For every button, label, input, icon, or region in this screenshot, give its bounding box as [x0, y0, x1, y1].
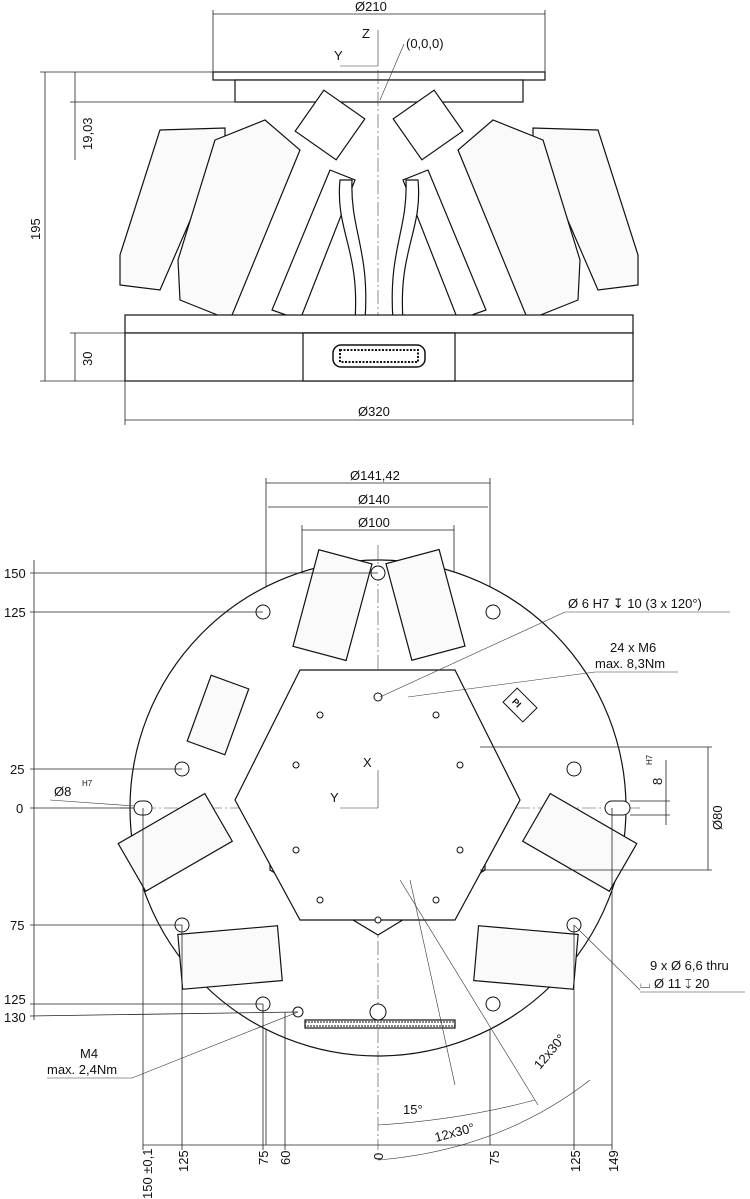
axis-y-label: Y	[334, 48, 343, 63]
slot-right-tol: H7	[645, 754, 654, 765]
slot-left-label: Ø8	[54, 784, 71, 799]
platform-joints	[234, 79, 524, 103]
pin-hole-note: Ø 6 H7 ↧ 10 (3 x 120°)	[568, 596, 702, 611]
origin-label: (0,0,0)	[406, 36, 444, 51]
x-tick: 75	[487, 1151, 502, 1165]
bottom-view: Ø141,42 Ø140 Ø100	[4, 468, 745, 1199]
angle-12x30-b: 12x30°	[531, 1031, 569, 1072]
sub-d-connector	[332, 344, 426, 368]
dim-pivot-height: 19,03	[80, 117, 95, 150]
x-tick: 150 ±0,1	[140, 1148, 155, 1199]
y-tick: 150	[4, 566, 26, 581]
struts	[119, 89, 639, 334]
x-dimension-ticks: 150 ±0,1 125 75 60 0 75 125 149	[140, 808, 621, 1199]
slot-left-tol: H7	[82, 779, 93, 788]
angle-15: 15°	[403, 1102, 423, 1117]
y-tick: 130	[4, 1010, 26, 1025]
dim-total-height: 195	[28, 218, 43, 240]
dim-14142: Ø141,42	[350, 468, 400, 483]
x-tick: 149	[606, 1150, 621, 1172]
dim-base-diameter: Ø320	[358, 404, 390, 419]
x-tick: 125	[176, 1150, 191, 1172]
x-tick: 60	[278, 1151, 293, 1165]
y-tick: 125	[4, 992, 26, 1007]
m4-note-line1: M4	[80, 1046, 98, 1061]
y-tick: 125	[4, 605, 26, 620]
axis-y-label-bottom: Y	[330, 790, 339, 805]
axis-x-label: X	[363, 755, 372, 770]
thru-note-line1: 9 x Ø 6,6 thru	[650, 958, 729, 973]
m6-note-line1: 24 x M6	[610, 640, 656, 655]
dim-80: Ø80	[710, 805, 725, 830]
dim-100: Ø100	[358, 515, 390, 530]
dim-platform-diameter: Ø210	[355, 0, 387, 14]
angle-12x30-a: 12x30°	[433, 1120, 476, 1145]
x-tick: 125	[568, 1150, 583, 1172]
y-dimension-ticks: 150 125 25 0 75 125 130	[4, 560, 378, 1025]
y-tick: 0	[16, 801, 23, 816]
y-tick: 25	[10, 762, 24, 777]
m6-note-line2: max. 8,3Nm	[595, 656, 665, 671]
slot-right	[604, 800, 631, 816]
axis-z-label: Z	[362, 26, 370, 41]
side-view: Ø210 Z Y (0,0,0)	[28, 0, 639, 425]
thru-note-line2: ⌴ Ø 11 ↧ 20	[640, 976, 709, 991]
x-tick: 75	[256, 1151, 271, 1165]
motors	[117, 548, 638, 990]
slot-right-label: 8	[650, 778, 665, 785]
dim-base-height: 30	[80, 352, 95, 366]
mounting-holes	[133, 565, 631, 1021]
m4-note-line2: max. 2,4Nm	[47, 1062, 117, 1077]
y-tick: 75	[10, 918, 24, 933]
x-tick: 0	[371, 1153, 386, 1160]
top-platform	[212, 71, 546, 81]
dim-140: Ø140	[358, 492, 390, 507]
